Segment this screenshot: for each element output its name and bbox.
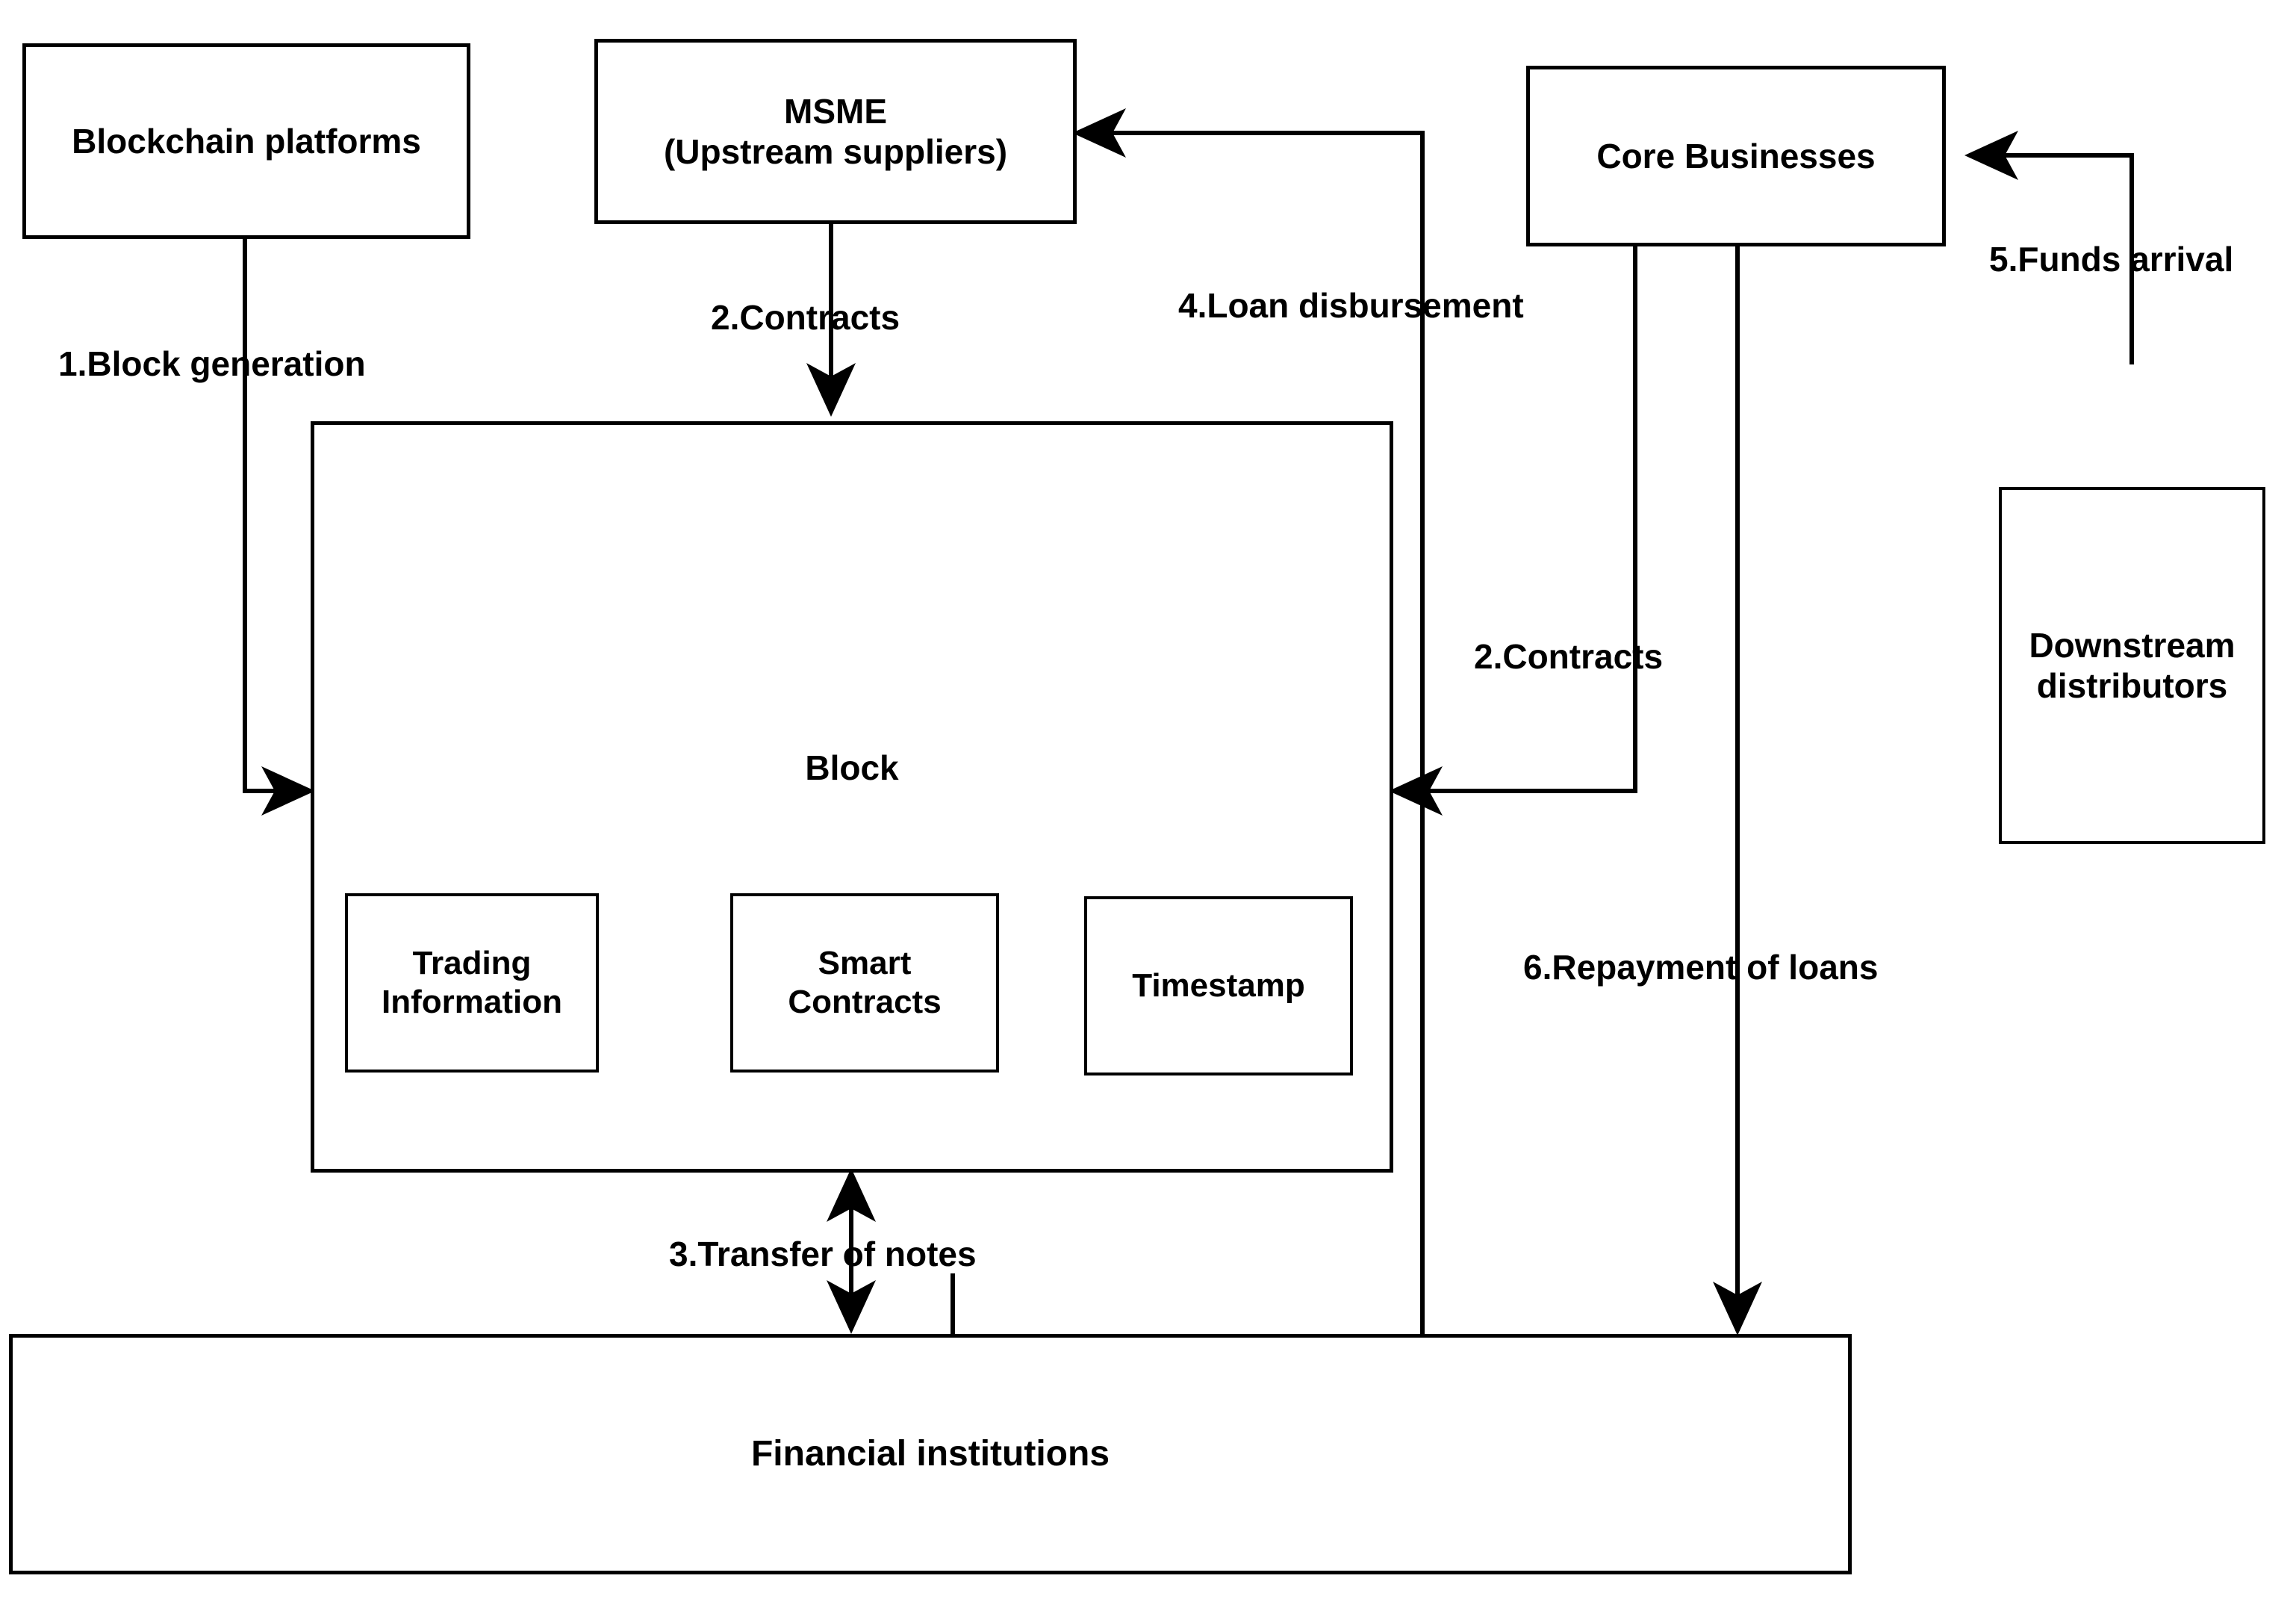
node-blockchain-platforms[interactable]: Blockchain platforms bbox=[22, 43, 470, 239]
node-downstream-distributors[interactable]: Downstream distributors bbox=[1999, 487, 2265, 844]
connector-block-generation bbox=[243, 239, 315, 816]
flow-label-step2-core: 2.Contracts bbox=[1474, 637, 1664, 676]
node-msme[interactable]: MSME (Upstream suppliers) bbox=[594, 39, 1077, 224]
flow-label-step5: 5.Funds arrival bbox=[1989, 240, 2234, 279]
node-trading-information[interactable]: Trading Information bbox=[345, 893, 599, 1073]
node-smart-contracts[interactable]: Smart Contracts bbox=[730, 893, 999, 1073]
node-core-businesses[interactable]: Core Businesses bbox=[1526, 66, 1946, 246]
block-title: Block bbox=[805, 748, 899, 787]
flow-label-step1: 1.Block generation bbox=[58, 344, 366, 383]
node-timestamp[interactable]: Timestamp bbox=[1084, 896, 1353, 1075]
flow-label-step2-msme: 2.Contracts bbox=[711, 298, 900, 337]
connector-contracts-core bbox=[1389, 246, 1637, 816]
flow-label-step3: 3.Transfer of notes bbox=[669, 1235, 977, 1273]
flow-label-step6: 6.Repayment of loans bbox=[1523, 948, 1879, 987]
node-financial-institutions[interactable]: Financial institutions bbox=[9, 1334, 1852, 1574]
flow-label-step4: 4.Loan disbursement bbox=[1178, 286, 1524, 325]
